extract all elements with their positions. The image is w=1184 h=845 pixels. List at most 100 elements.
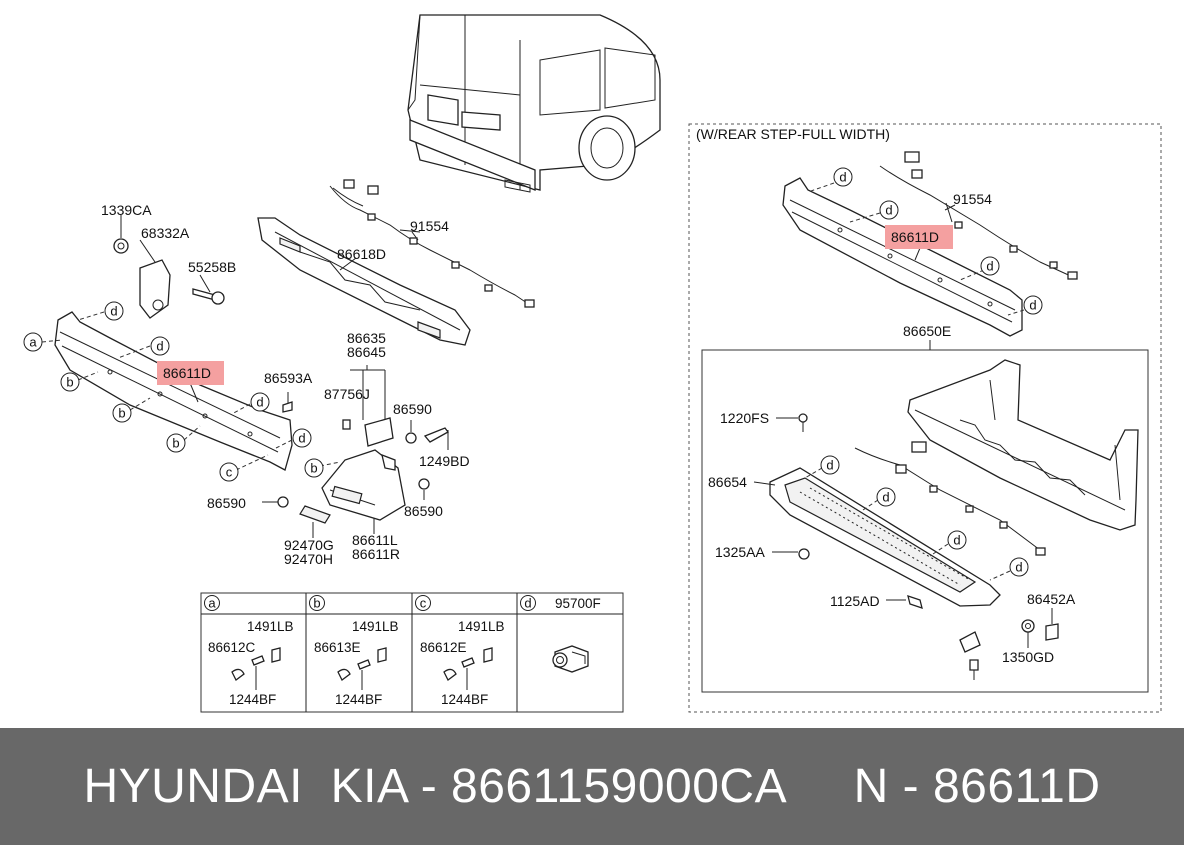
step-wiring [854, 441, 1046, 556]
svg-text:d: d [839, 170, 846, 185]
clip-86593A [282, 392, 293, 413]
inset-title: (W/REAR STEP-FULL WIDTH) [696, 126, 890, 142]
svg-text:d: d [1029, 298, 1036, 313]
svg-text:b: b [172, 436, 179, 451]
wiring-harness-left [329, 179, 535, 308]
legend-cell-d: d 95700F [520, 595, 601, 673]
bracket-68332A [139, 239, 171, 319]
legend-c-bottom: 1244BF [441, 692, 488, 707]
callout-circles: a d d b b b d c d b d d d d d d d d [23, 167, 1043, 577]
bolt-1125AD [886, 595, 923, 609]
footer-text: HYUNDAI KIA - 8661159000CA N - 86611D [83, 760, 1101, 813]
bracket-86635 [342, 365, 394, 447]
callout-b: b [112, 403, 132, 423]
callout-d: d [879, 200, 899, 220]
svg-text:d: d [885, 203, 892, 218]
step-frame-86650E [907, 359, 1139, 531]
legend-cell-b: b 1491LB 86613E 1244BF [309, 595, 399, 707]
callouts-left [41, 229, 421, 471]
label-87756J: 87756J [324, 386, 370, 402]
legend-cell-c: c 1491LB 86612E 1244BF [415, 595, 505, 707]
callouts-right [753, 182, 1025, 581]
label-86452A: 86452A [1027, 591, 1076, 607]
label-1325AA: 1325AA [715, 544, 765, 560]
bracket-lower-step [959, 631, 981, 680]
callout-d: d [980, 256, 1000, 276]
label-91554-right: 91554 [953, 191, 992, 207]
label-86611R: 86611R [352, 546, 400, 562]
label-86654: 86654 [708, 474, 747, 490]
label-1125AD: 1125AD [830, 593, 880, 609]
highlight-left [157, 361, 224, 385]
label-92470H: 92470H [284, 551, 333, 567]
svg-text:a: a [29, 335, 37, 350]
svg-text:b: b [66, 375, 73, 390]
svg-text:c: c [420, 596, 427, 611]
nut-1325AA [772, 548, 810, 560]
callout-d: d [250, 392, 270, 412]
callout-d: d [150, 336, 170, 356]
nut-86590-b [418, 478, 430, 500]
callout-b: b [304, 458, 324, 478]
svg-text:c: c [226, 465, 233, 480]
label-1220FS: 1220FS [720, 410, 769, 426]
legend-b-top: 1491LB [352, 619, 399, 634]
screw-1220FS [798, 413, 808, 432]
label-86611D-left: 86611D [163, 365, 211, 381]
label-86593A: 86593A [264, 370, 313, 386]
legend-d-part: 95700F [555, 596, 601, 611]
washer-1350GD [1021, 619, 1035, 648]
reflector-92470G [299, 505, 331, 538]
label-1339CA: 1339CA [101, 202, 152, 218]
legend-cell-a: a 1491LB 86612C 1244BF [204, 595, 294, 707]
bolt-1249BD [423, 427, 449, 450]
nut-86590-a [405, 420, 417, 444]
reinforcement-86618D [257, 217, 471, 346]
label-86590-a: 86590 [393, 401, 432, 417]
svg-text:d: d [156, 339, 163, 354]
svg-text:d: d [953, 533, 960, 548]
svg-text:d: d [882, 490, 889, 505]
label-68332A: 68332A [141, 225, 190, 241]
svg-text:d: d [110, 304, 117, 319]
bumper-cover-left [54, 311, 293, 471]
svg-text:b: b [310, 461, 317, 476]
callout-d: d [1009, 557, 1029, 577]
callout-d: d [833, 167, 853, 187]
label-86618D: 86618D [337, 246, 386, 262]
label-86590-b: 86590 [404, 503, 443, 519]
highlight-right [885, 225, 953, 249]
label-92470G: 92470G [284, 537, 334, 553]
inset-frame [688, 123, 1162, 713]
svg-text:b: b [313, 596, 320, 611]
callout-a: a [23, 332, 43, 352]
legend-c-mid: 86612E [420, 640, 467, 655]
inset-subframe [701, 349, 1149, 693]
callout-d: d [947, 530, 967, 550]
nut-86590-c [262, 496, 289, 508]
svg-text:d: d [256, 395, 263, 410]
bumper-cover-right [782, 177, 1023, 337]
label-86645: 86645 [347, 344, 386, 360]
bumper-corner-86611L [321, 449, 406, 534]
callout-b: b [60, 372, 80, 392]
label-86611D-right: 86611D [891, 229, 939, 245]
callout-b: b [166, 433, 186, 453]
svg-text:d: d [1015, 560, 1022, 575]
step-plate-86654 [769, 467, 1001, 607]
wiring-harness-right [879, 151, 1078, 280]
label-86590-c: 86590 [207, 495, 246, 511]
callout-c: c [219, 462, 239, 482]
label-86650E: 86650E [903, 323, 951, 339]
label-86635: 86635 [347, 330, 386, 346]
callout-d: d [1023, 295, 1043, 315]
legend-b-mid: 86613E [314, 640, 361, 655]
legend-b-bottom: 1244BF [335, 692, 382, 707]
svg-text:b: b [118, 406, 125, 421]
legend-a-bottom: 1244BF [229, 692, 276, 707]
legend-a-mid: 86612C [208, 640, 256, 655]
svg-text:d: d [524, 596, 531, 611]
bolt-55258B [192, 274, 225, 305]
svg-text:d: d [298, 431, 305, 446]
label-55258B: 55258B [188, 259, 236, 275]
